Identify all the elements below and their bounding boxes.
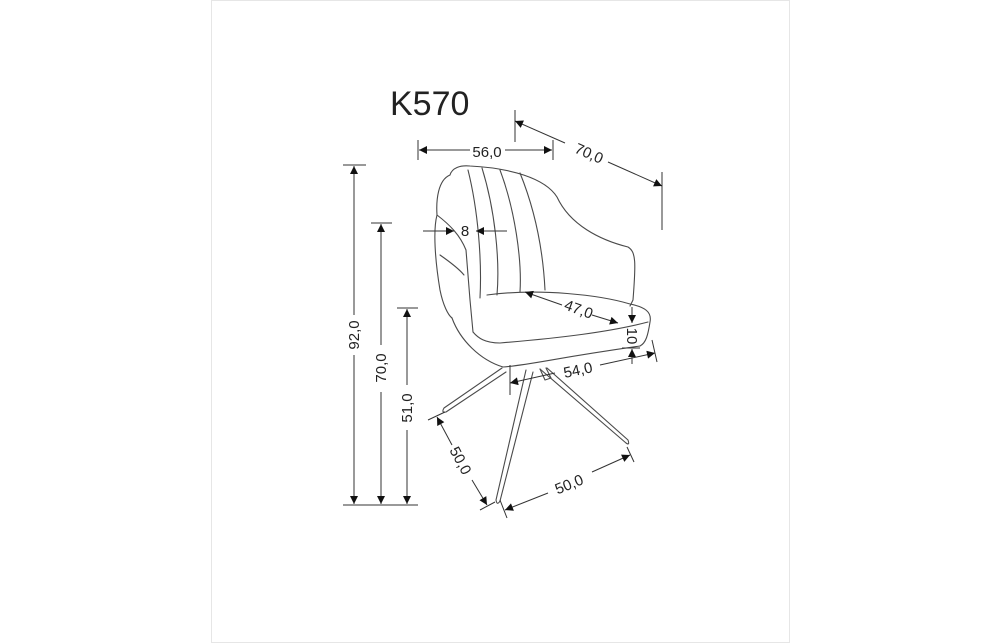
base-width-label: 50,0 [553,471,586,498]
depth-label: 70,0 [572,140,606,167]
chair-outline [434,165,651,504]
product-title: K570 [390,85,469,123]
armrest-height-label: 70,0 [373,353,390,382]
seat-width-label: 54,0 [562,359,594,382]
seat-height-label: 51,0 [399,393,416,422]
seat-thickness-label: 10 [623,328,640,345]
seat-depth-label: 47,0 [562,297,595,323]
total-height-label: 92,0 [346,320,363,349]
dimension-lines [343,110,663,519]
drawing-frame [211,0,790,643]
width-label: 56,0 [472,144,501,161]
base-depth-label: 50,0 [446,444,475,478]
armrest-width-label: 8 [461,223,469,240]
